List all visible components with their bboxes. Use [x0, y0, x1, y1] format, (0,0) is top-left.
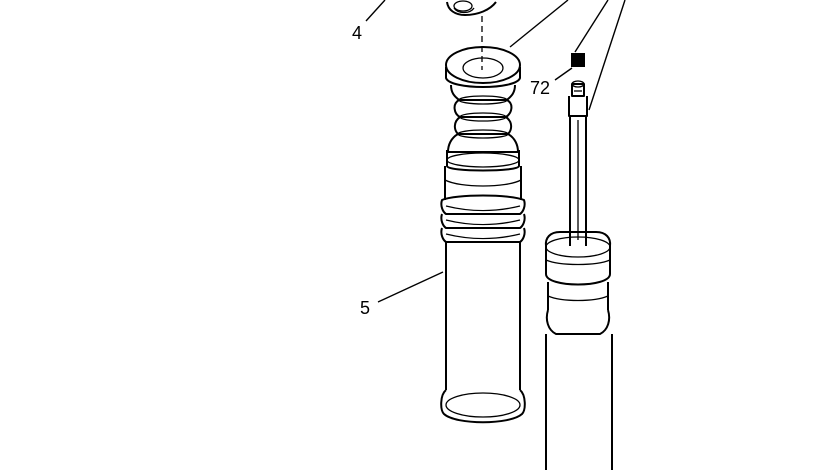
shock-absorber — [544, 80, 613, 470]
callout-72: 72 — [530, 78, 550, 98]
upper-mount-part — [446, 0, 497, 16]
callout-5: 5 — [360, 298, 370, 318]
leader-lines — [365, 0, 626, 303]
callout-4: 4 — [352, 23, 362, 43]
torque-marker-icon — [571, 53, 585, 67]
bump-stop-dust-boot — [440, 46, 526, 424]
